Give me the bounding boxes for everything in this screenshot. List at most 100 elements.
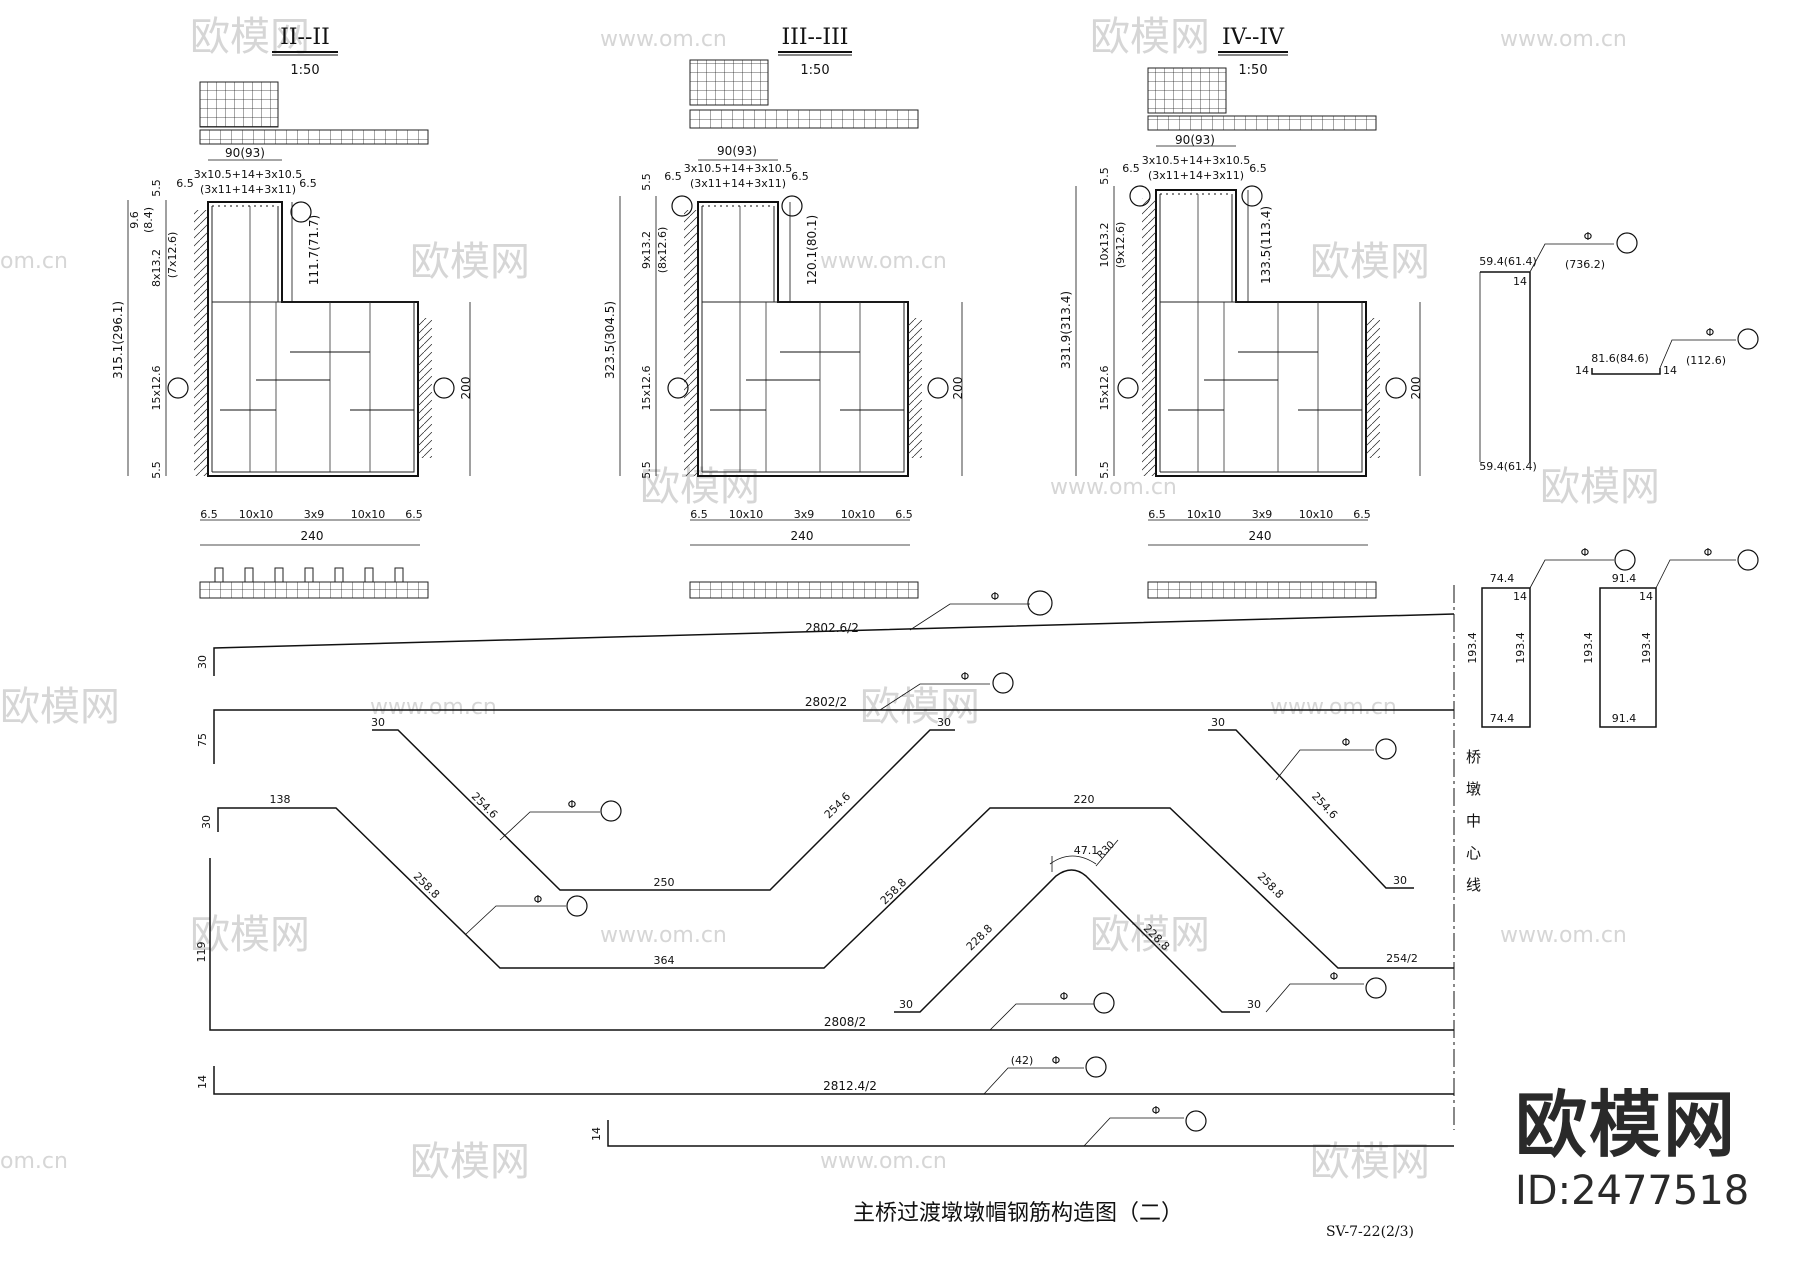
svg-text:200: 200 (951, 377, 965, 400)
watermark-url: www.om.cn (1270, 695, 1397, 720)
svg-text:90(93): 90(93) (225, 146, 265, 160)
svg-text:6.5: 6.5 (1122, 162, 1140, 175)
svg-text:14: 14 (1639, 590, 1653, 603)
bar-1: 2802.6/2 30 Φ (196, 590, 1455, 676)
svg-text:30: 30 (200, 815, 213, 829)
svg-text:3x10.5+14+3x10.5: 3x10.5+14+3x10.5 (684, 162, 792, 175)
watermark-brand: 欧模网 (0, 684, 120, 730)
svg-text:331.9(313.4): 331.9(313.4) (1059, 291, 1073, 369)
svg-text:200: 200 (459, 377, 473, 400)
svg-text:10x10: 10x10 (841, 508, 876, 521)
svg-text:6.5: 6.5 (791, 170, 809, 183)
svg-text:Φ: Φ (1052, 1054, 1061, 1067)
svg-text:364: 364 (654, 954, 675, 967)
svg-text:258.8: 258.8 (1255, 870, 1286, 901)
svg-text:120.1(80.1): 120.1(80.1) (805, 215, 819, 285)
svg-text:258.8: 258.8 (878, 876, 909, 907)
svg-text:30: 30 (371, 716, 385, 729)
bar-4: 2812.4/2 14 (42) Φ (196, 1054, 1454, 1095)
tie-shape: 81.6(84.6) 14 14 Φ (112.6) (1575, 326, 1759, 377)
svg-text:59.4(61.4): 59.4(61.4) (1479, 255, 1537, 268)
svg-text:Φ: Φ (961, 670, 970, 683)
svg-text:75: 75 (196, 733, 209, 747)
svg-text:6.5: 6.5 (690, 508, 708, 521)
svg-text:315.1(296.1): 315.1(296.1) (111, 301, 125, 379)
svg-text:5.5: 5.5 (640, 461, 653, 479)
drawing-title: 主桥过渡墩墩帽钢筋构造图（二） (853, 1201, 1183, 1226)
svg-text:240: 240 (301, 529, 324, 543)
watermark-brand: 欧模网 (410, 1139, 530, 1185)
svg-text:91.4: 91.4 (1612, 712, 1637, 725)
svg-text:200: 200 (1409, 377, 1423, 400)
svg-text:14: 14 (196, 1075, 209, 1089)
svg-text:193.4: 193.4 (1466, 632, 1479, 664)
svg-text:15x12.6: 15x12.6 (150, 365, 163, 410)
rebar-table-bottom (199, 581, 429, 599)
svg-text:2802/2: 2802/2 (805, 695, 847, 709)
svg-text:74.4: 74.4 (1490, 572, 1515, 585)
section-title: IV--IV (1222, 25, 1285, 50)
cap-outline (697, 201, 909, 477)
svg-text:桥: 桥 (1466, 748, 1481, 766)
svg-text:47.1: 47.1 (1074, 844, 1099, 857)
svg-text:6.5: 6.5 (1148, 508, 1166, 521)
section-scale: 1:50 (800, 63, 829, 78)
watermark-brand: 欧模网 (410, 239, 530, 285)
svg-text:30: 30 (1211, 716, 1225, 729)
stirrup-shape-a: 59.4(61.4) 14 59.4(61.4) Φ (736.2) (1479, 230, 1638, 473)
svg-text:240: 240 (1249, 529, 1272, 543)
brand-block: 欧模网 ID:2477518 (1515, 1085, 1755, 1215)
svg-text:133.5(113.4): 133.5(113.4) (1259, 206, 1273, 284)
svg-text:14: 14 (1513, 275, 1527, 288)
svg-text:5.5: 5.5 (150, 461, 163, 479)
svg-text:(3x11+14+3x11): (3x11+14+3x11) (200, 183, 296, 196)
svg-text:254.6: 254.6 (822, 790, 853, 821)
svg-text:(3x11+14+3x11): (3x11+14+3x11) (1148, 169, 1244, 182)
section-scale: 1:50 (290, 63, 319, 78)
svg-text:14: 14 (1575, 364, 1589, 377)
svg-text:91.4: 91.4 (1612, 572, 1637, 585)
watermark-url: www.om.cn (1500, 923, 1627, 948)
svg-text:墩: 墩 (1466, 780, 1481, 798)
svg-text:5.5: 5.5 (150, 179, 163, 197)
svg-text:228.8: 228.8 (964, 922, 995, 953)
bent-bar-a: 30 254.6 250 254.6 30 Φ (371, 716, 955, 891)
svg-text:119: 119 (195, 942, 208, 963)
bent-bar-b: 138 30 258.8 364 258.8 220 258.8 254/2 Φ (200, 793, 1454, 969)
svg-text:线: 线 (1466, 876, 1481, 894)
svg-text:(112.6): (112.6) (1686, 354, 1726, 367)
svg-text:Φ: Φ (1342, 736, 1351, 749)
svg-text:240: 240 (791, 529, 814, 543)
svg-text:14: 14 (590, 1127, 603, 1141)
drawing-number: SV-7-22(2/3) (1326, 1224, 1414, 1240)
watermark-url: www.om.cn (370, 695, 497, 720)
svg-text:14: 14 (1513, 590, 1527, 603)
svg-text:(42): (42) (1011, 1054, 1034, 1067)
svg-text:9x13.2: 9x13.2 (640, 231, 653, 269)
rebar-table-bottom (1147, 581, 1377, 599)
watermark-brand: 欧模网 (860, 684, 980, 730)
section-ii: II--II 1:50 90(93) 3x10.5+14+3x10.5 (3x1… (111, 25, 473, 599)
rebar-table-grid (199, 81, 279, 128)
svg-text:5.5: 5.5 (1098, 461, 1111, 479)
watermark-url: www.om.cn (1500, 27, 1627, 52)
svg-text:(3x11+14+3x11): (3x11+14+3x11) (690, 177, 786, 190)
svg-text:81.6(84.6): 81.6(84.6) (1591, 352, 1649, 365)
section-title: III--III (781, 25, 848, 50)
watermark-brand: 欧模网 (1090, 14, 1210, 60)
svg-text:193.4: 193.4 (1582, 632, 1595, 664)
bent-bar-c: 30 254.6 30 Φ (1208, 716, 1414, 889)
svg-text:14: 14 (1663, 364, 1677, 377)
svg-text:心: 心 (1466, 844, 1481, 862)
svg-text:(8.4): (8.4) (142, 207, 155, 233)
svg-text:Φ: Φ (991, 590, 1000, 603)
svg-text:111.7(71.7): 111.7(71.7) (307, 215, 321, 285)
svg-text:Φ: Φ (1152, 1104, 1161, 1117)
watermark-url: www.om.cn (820, 249, 947, 274)
svg-text:6.5: 6.5 (664, 170, 682, 183)
watermark-layer: 欧模网 www.om.cn 欧模网 www.om.cn om.cn 欧模网 ww… (0, 14, 1660, 1185)
svg-text:193.4: 193.4 (1514, 632, 1527, 664)
watermark-url: www.om.cn (820, 1149, 947, 1174)
svg-text:Φ: Φ (1706, 326, 1715, 339)
